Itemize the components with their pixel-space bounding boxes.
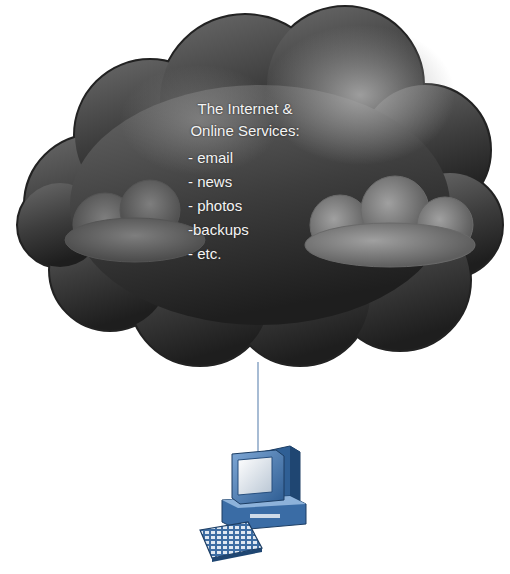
service-item: - etc.: [178, 242, 510, 266]
service-item: - news: [178, 170, 510, 194]
cloud-outline: [0, 0, 510, 390]
monitor-screen: [238, 457, 272, 495]
service-item: - email: [178, 146, 510, 170]
monitor: [232, 450, 284, 504]
cloud-heading: The Internet & Online Services:: [178, 98, 312, 142]
network-link: [257, 362, 258, 452]
service-item: -backups: [178, 218, 510, 242]
service-item: - photos: [178, 194, 510, 218]
internet-cloud: The Internet & Online Services:- email- …: [0, 0, 510, 390]
